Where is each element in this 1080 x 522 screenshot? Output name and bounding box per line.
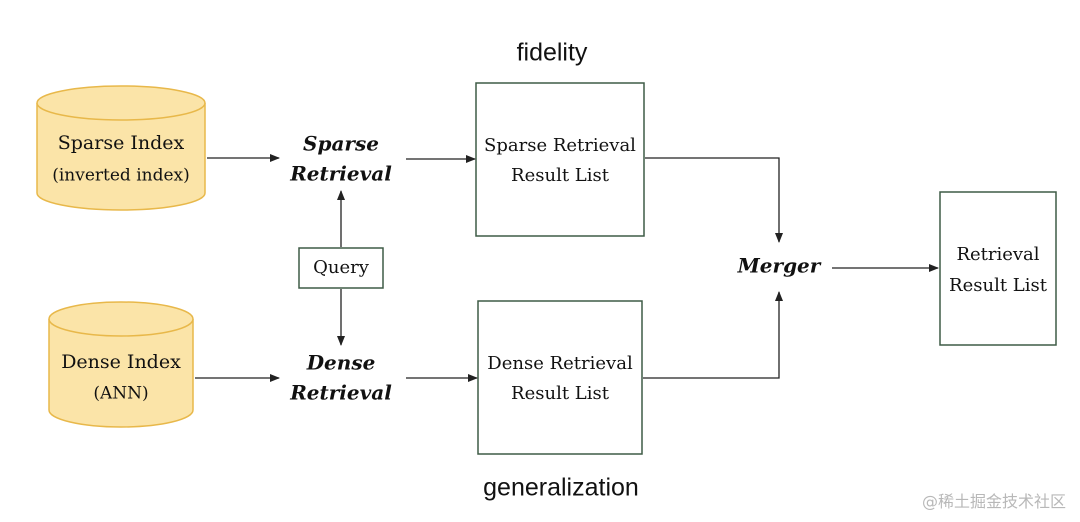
dense-result-line2: Result List	[511, 383, 610, 404]
dense-index-subtitle: (ANN)	[93, 384, 148, 404]
sparse-index-title: Sparse Index	[58, 132, 185, 154]
arrow-sparse-result-to-merger	[645, 157, 783, 243]
dense-result-box: Dense Retrieval Result List	[477, 300, 643, 455]
final-result-line2: Result List	[949, 275, 1048, 296]
watermark: @稀土掘金技术社区	[921, 492, 1066, 511]
final-result-line1: Retrieval	[956, 244, 1039, 265]
sparse-result-line2: Result List	[511, 165, 610, 186]
dense-index-title: Dense Index	[61, 351, 181, 373]
sparse-retrieval-line2: Retrieval	[289, 162, 392, 186]
fidelity-label: fidelity	[517, 39, 588, 67]
final-result-box: Retrieval Result List	[939, 191, 1057, 346]
query-label: Query	[313, 257, 370, 278]
sparse-retrieval-line1: Sparse	[303, 132, 379, 156]
dense-retrieval-line2: Retrieval	[289, 381, 392, 405]
sparse-index-cylinder: Sparse Index (inverted index)	[36, 85, 206, 211]
dense-index-cylinder: Dense Index (ANN)	[48, 301, 194, 428]
sparse-result-line1: Sparse Retrieval	[484, 135, 636, 156]
sparse-result-box: Sparse Retrieval Result List	[475, 82, 645, 237]
query-box: Query	[298, 247, 384, 289]
merger-label: Merger	[737, 254, 822, 278]
dense-result-line1: Dense Retrieval	[487, 353, 633, 374]
generalization-label: generalization	[483, 474, 639, 502]
sparse-index-subtitle: (inverted index)	[52, 166, 190, 186]
arrow-dense-result-to-merger	[643, 291, 783, 379]
dense-retrieval-line1: Dense	[306, 351, 376, 375]
